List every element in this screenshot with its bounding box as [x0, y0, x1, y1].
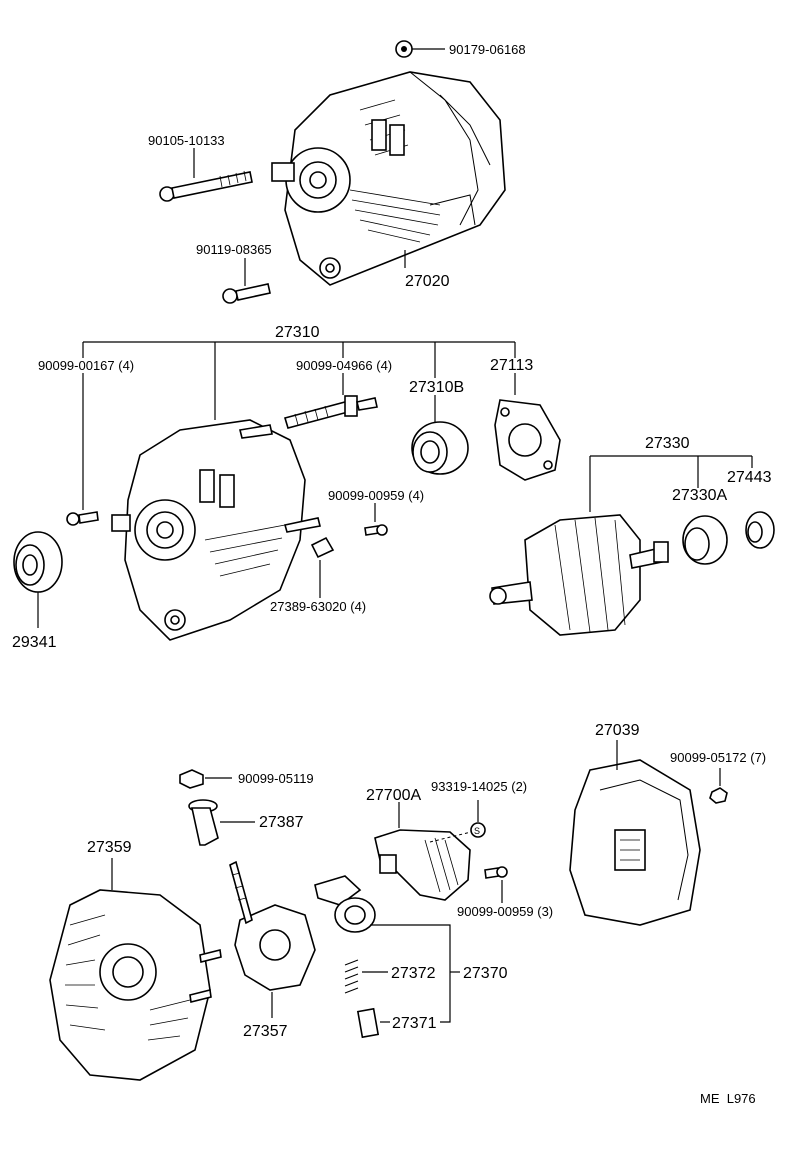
rear-frame-drawing — [49, 889, 222, 1081]
brush-holder-small-icon — [314, 875, 376, 933]
stud-bolt-icon — [283, 395, 378, 429]
nut-icon — [395, 40, 413, 58]
bearing-icon — [411, 421, 469, 475]
part-label-27443: 27443 — [727, 469, 772, 486]
brush-holder-drawing — [374, 829, 471, 901]
part-label-27330: 27330 — [645, 435, 690, 452]
part-label-27310B: 27310B — [409, 379, 464, 396]
nut-icon — [179, 769, 204, 789]
drive-end-frame-drawing — [111, 419, 321, 641]
part-label-90099-04966: 90099-04966 (4) — [296, 358, 392, 373]
bushing-icon — [188, 799, 219, 846]
part-label-90099-05119: 90099-05119 — [238, 771, 314, 786]
part-label-27700A: 27700A — [366, 787, 421, 804]
diagram-code: ME L976 — [700, 1091, 756, 1106]
part-label-93319-14025: 93319-14025 (2) — [431, 779, 527, 794]
part-label-27039: 27039 — [595, 722, 640, 739]
part-label-27387: 27387 — [259, 814, 304, 831]
spring-icon — [344, 959, 359, 994]
bolt-icon — [159, 170, 253, 202]
screw-icon — [66, 511, 99, 526]
part-label-27389-63020: 27389-63020 (4) — [270, 599, 366, 614]
washer-icon: S — [470, 822, 486, 838]
part-label-90105-10133: 90105-10133 — [148, 133, 225, 148]
rectifier-plate-drawing — [229, 860, 316, 991]
part-label-90099-05172: 90099-05172 (7) — [670, 750, 766, 765]
retainer-plate-icon — [494, 399, 561, 481]
part-label-90179-06168: 90179-06168 — [449, 42, 526, 57]
rear-end-cover-drawing — [569, 759, 701, 926]
part-label-29341: 29341 — [12, 634, 57, 651]
bearing-cover-icon — [745, 511, 775, 549]
bolt-icon — [222, 283, 271, 304]
part-label-27020: 27020 — [405, 273, 450, 290]
rotor-drawing — [489, 514, 669, 636]
insulator-icon — [310, 536, 335, 559]
part-label-27371: 27371 — [392, 1015, 437, 1032]
part-label-90099-00959-3: 90099-00959 (3) — [457, 904, 553, 919]
part-label-27113: 27113 — [490, 357, 533, 374]
part-label-90099-00959-4: 90099-00959 (4) — [328, 488, 424, 503]
part-label-90119-08365: 90119-08365 — [196, 242, 272, 257]
part-label-27357: 27357 — [243, 1023, 288, 1040]
part-label-27330A: 27330A — [672, 487, 727, 504]
part-label-27310: 27310 — [275, 324, 320, 341]
nut-icon — [709, 787, 728, 804]
part-label-27372: 27372 — [391, 965, 436, 982]
screw-icon — [364, 524, 388, 536]
brush-icon — [356, 1007, 380, 1039]
alternator-assembly-drawing — [271, 71, 506, 286]
part-label-27370: 27370 — [463, 965, 508, 982]
bearing-icon — [13, 531, 63, 593]
bearing-icon — [682, 515, 728, 565]
screw-icon — [484, 866, 508, 879]
svg-text:S: S — [474, 826, 480, 836]
part-label-90099-00167: 90099-00167 (4) — [38, 358, 134, 373]
part-label-27359: 27359 — [87, 839, 132, 856]
